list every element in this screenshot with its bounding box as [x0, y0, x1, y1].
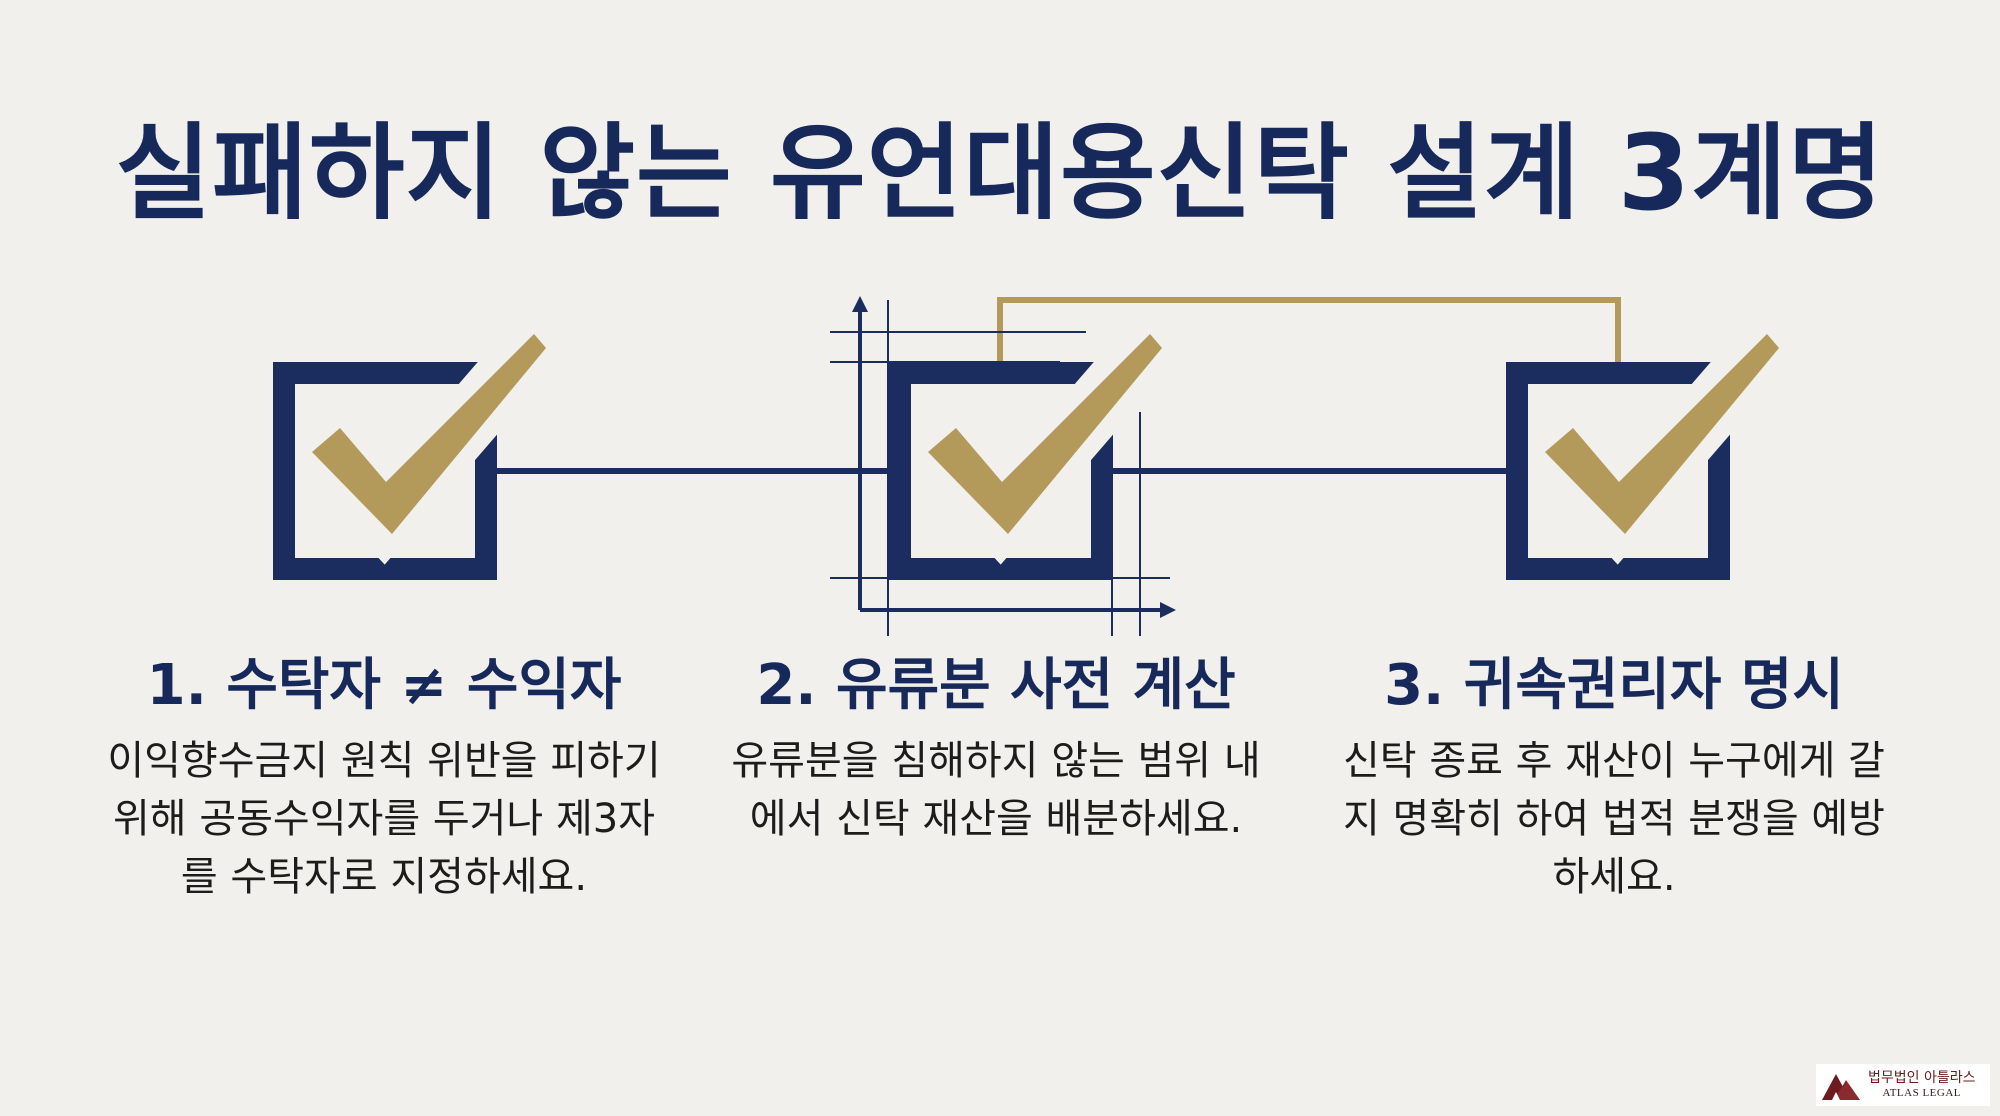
step-1-heading: 1. 수탁자 ≠ 수익자	[146, 653, 622, 718]
page-title: 실패하지 않는 유언대용신탁 설계 3계명	[115, 112, 1885, 234]
logo-name-ko: 법무법인 아틀라스	[1868, 1070, 1976, 1087]
step-3-heading: 3. 귀속권리자 명시	[1384, 653, 1844, 718]
checkbox-check-icon-2	[889, 321, 1176, 580]
checkbox-check-icon-1	[273, 321, 560, 580]
step-2-body: 유류분을 침해하지 않는 범위 내에서 신탁 재산을 배분하세요.	[731, 738, 1261, 842]
checkbox-check-icon-3	[1506, 321, 1793, 580]
step-2-heading: 2. 유류분 사전 계산	[756, 653, 1236, 718]
gold-bracket-connector	[997, 297, 1621, 362]
step-3-body: 신탁 종료 후 재산이 누구에게 갈지 명확히 하여 법적 분쟁을 예방하세요.	[1343, 738, 1885, 900]
step-1-body: 이익향수금지 원칙 위반을 피하기 위해 공동수익자를 두거나 제3자를 수탁자…	[107, 738, 661, 900]
atlas-mountain-logo-icon	[1822, 1074, 1860, 1100]
logo-name-en: ATLAS LEGAL	[1882, 1086, 1962, 1099]
atlas-legal-logo: 법무법인 아틀라스 ATLAS LEGAL	[1816, 1064, 1990, 1106]
